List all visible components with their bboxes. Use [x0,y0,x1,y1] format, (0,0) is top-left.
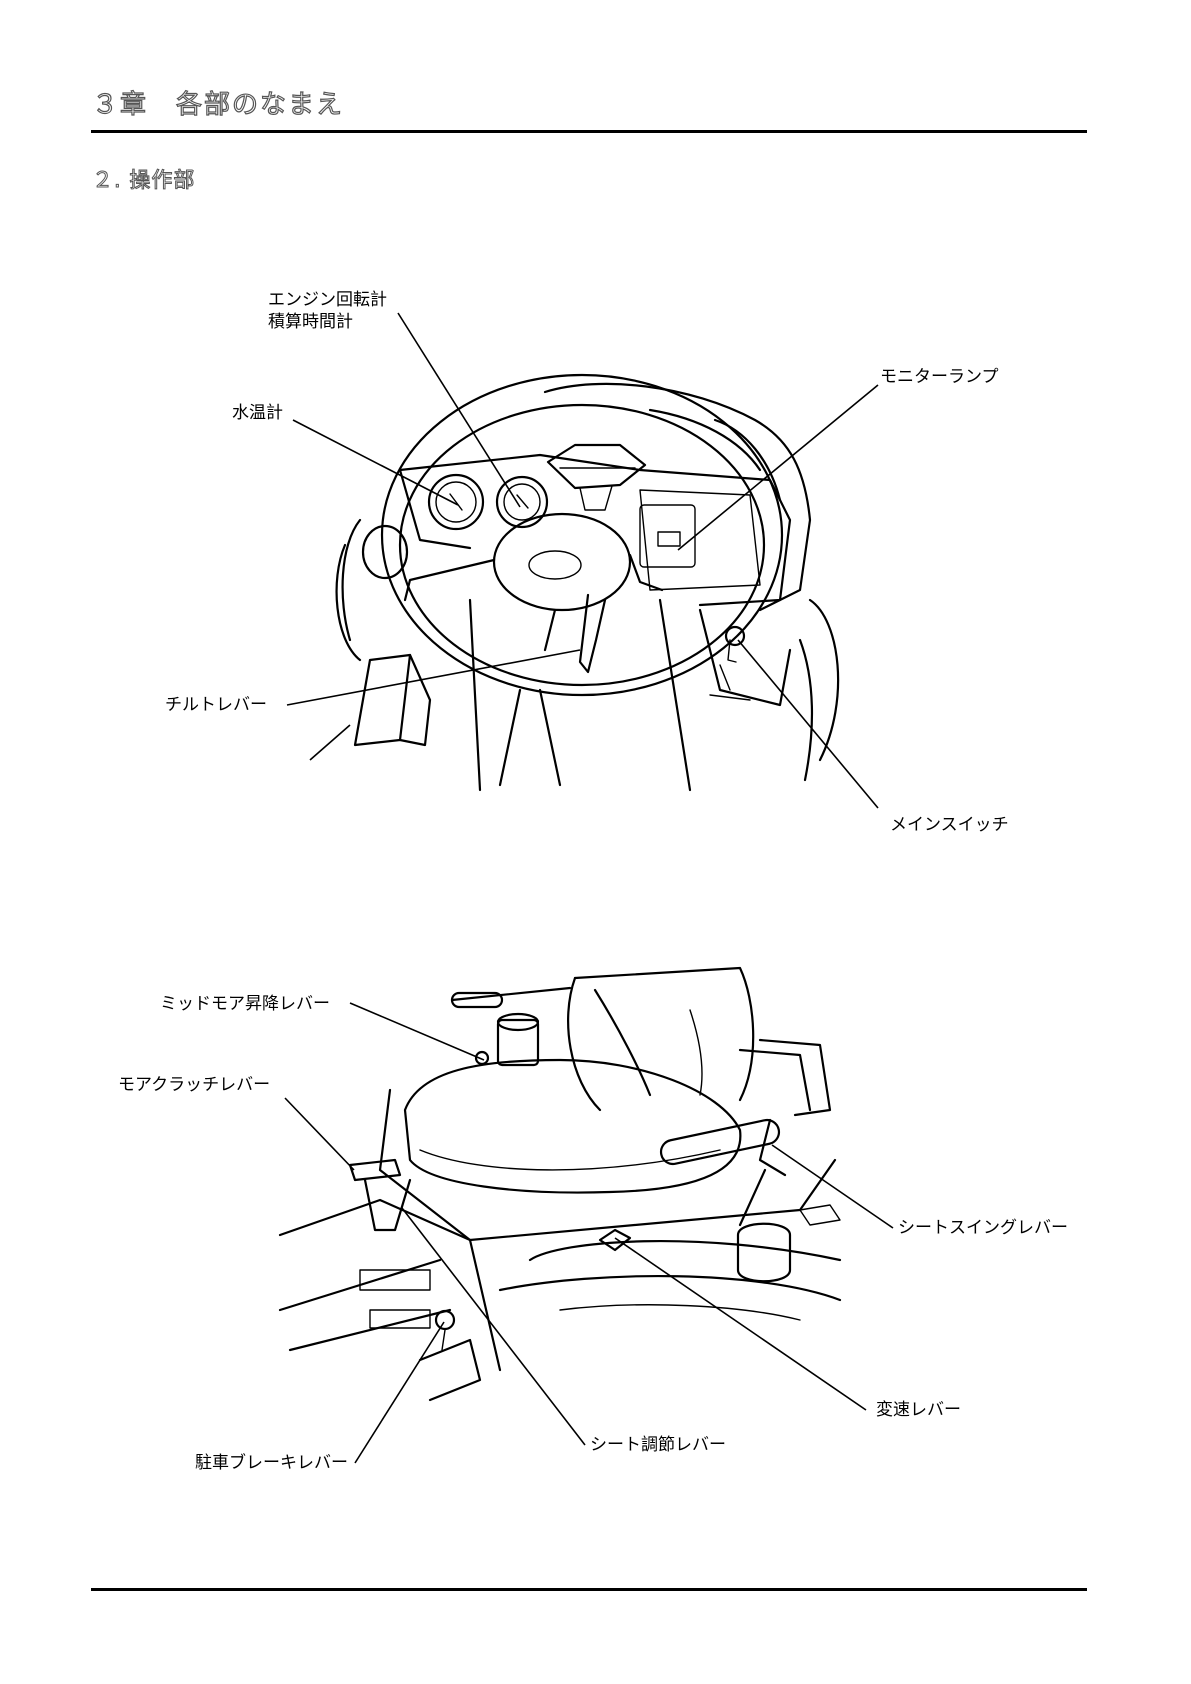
label-mower-clutch-lever: モアクラッチレバー [118,1075,270,1096]
label-monitor-lamp: モニターランプ [880,367,999,388]
label-engine-tachometer: エンジン回転計 [268,290,387,311]
label-water-temp-gauge: 水温計 [232,403,283,424]
label-mid-mower-lift-lever: ミッドモア昇降レバー [160,994,330,1015]
label-parking-brake-lever: 駐車ブレーキレバー [195,1453,348,1474]
footer-rule [91,1588,1087,1591]
label-shift-lever: 変速レバー [876,1400,961,1421]
label-seat-adjust-lever: シート調節レバー [590,1435,726,1456]
label-main-switch: メインスイッチ [890,815,1009,836]
label-hour-meter: 積算時間計 [268,312,353,333]
label-seat-swing-lever: シートスイングレバー [898,1218,1068,1239]
label-tilt-lever: チルトレバー [165,695,267,716]
